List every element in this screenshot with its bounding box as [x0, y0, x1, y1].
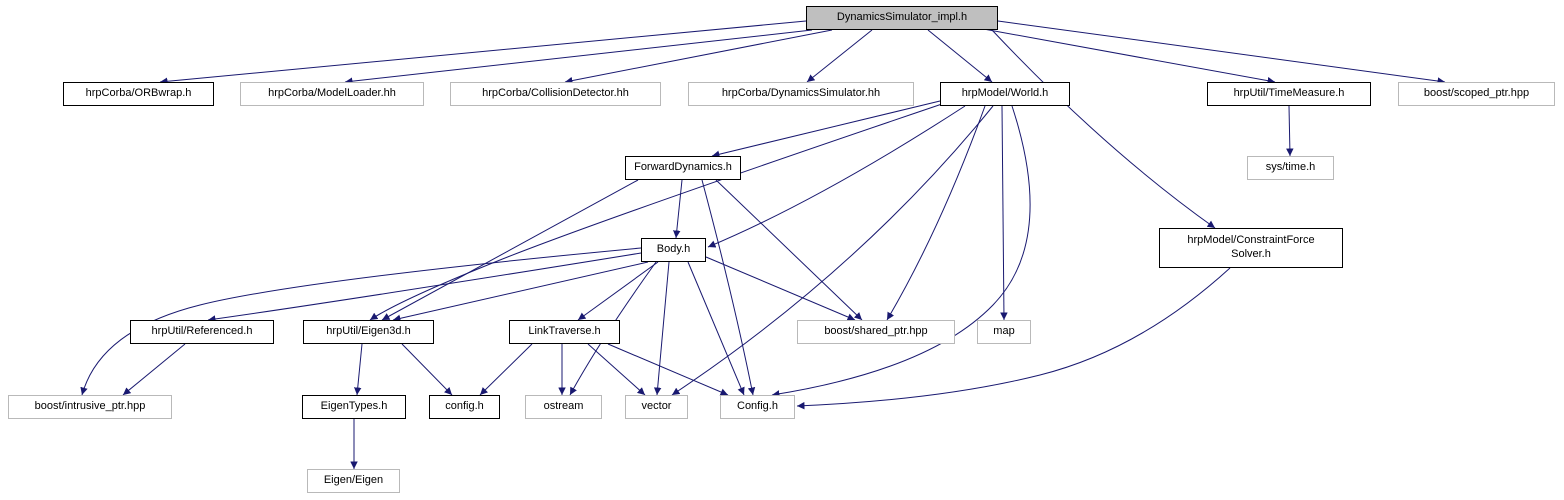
edge-world-to-configupper — [771, 105, 1031, 398]
edge-forwarddyn-to-eigen3d — [381, 179, 639, 321]
edge-dsimpl-to-world — [927, 29, 993, 83]
node-linktraverse[interactable]: LinkTraverse.h — [509, 320, 620, 344]
node-forwarddyn[interactable]: ForwardDynamics.h — [625, 156, 741, 180]
edge-forwarddyn-to-configupper — [701, 179, 756, 396]
edge-world-to-map — [1000, 105, 1008, 321]
node-modelloader[interactable]: hrpCorba/ModelLoader.hh — [240, 82, 424, 106]
edge-dsimpl-to-orbwrap — [159, 20, 807, 86]
edge-eigen3d-to-configlower — [401, 343, 453, 396]
node-orbwrap[interactable]: hrpCorba/ORBwrap.h — [63, 82, 214, 106]
edge-body-to-eigen3d — [392, 261, 649, 322]
node-sharedptr[interactable]: boost/shared_ptr.hpp — [797, 320, 955, 344]
node-configlower[interactable]: config.h — [429, 395, 500, 419]
node-dsimpl[interactable]: DynamicsSimulator_impl.h — [806, 6, 998, 30]
node-map[interactable]: map — [977, 320, 1031, 344]
edge-linktraverse-to-configlower — [479, 343, 533, 396]
node-ostream[interactable]: ostream — [525, 395, 602, 419]
edge-dsimpl-to-cfs — [991, 29, 1216, 229]
edge-body-to-linktraverse — [577, 261, 659, 321]
node-referenced[interactable]: hrpUtil/Referenced.h — [130, 320, 274, 344]
node-vector[interactable]: vector — [625, 395, 688, 419]
node-eigeneigen[interactable]: Eigen/Eigen — [307, 469, 400, 493]
edge-referenced-to-intrusiveptr — [122, 343, 186, 396]
edge-linktraverse-to-configupper — [607, 343, 729, 396]
node-intrusiveptr[interactable]: boost/intrusive_ptr.hpp — [8, 395, 172, 419]
edge-body-to-referenced — [207, 252, 642, 323]
edge-world-to-body — [707, 105, 966, 248]
edge-forwarddyn-to-body — [673, 179, 683, 239]
node-world[interactable]: hrpModel/World.h — [940, 82, 1070, 106]
node-timemeasure[interactable]: hrpUtil/TimeMeasure.h — [1207, 82, 1371, 106]
edge-linktraverse-to-vector — [587, 343, 646, 396]
node-body[interactable]: Body.h — [641, 238, 706, 262]
node-configupper[interactable]: Config.h — [720, 395, 795, 419]
edge-dsimpl-to-collisiondetector — [564, 29, 833, 85]
edge-world-to-forwarddyn — [711, 100, 941, 158]
node-dsimhh[interactable]: hrpCorba/DynamicsSimulator.hh — [688, 82, 914, 106]
edge-dsimpl-to-timemeasure — [977, 27, 1276, 85]
node-eigentypes[interactable]: EigenTypes.h — [302, 395, 406, 419]
edge-forwarddyn-to-sharedptr — [715, 179, 863, 321]
edge-body-to-configupper — [687, 261, 745, 396]
edge-body-to-sharedptr — [705, 256, 856, 321]
edge-body-to-vector — [653, 261, 670, 396]
node-scopedptr[interactable]: boost/scoped_ptr.hpp — [1398, 82, 1555, 106]
edge-timemeasure-to-systime — [1286, 105, 1294, 157]
edge-world-to-sharedptr — [886, 105, 986, 321]
node-collisiondetector[interactable]: hrpCorba/CollisionDetector.hh — [450, 82, 661, 106]
edge-group — [80, 20, 1446, 469]
node-eigen3d[interactable]: hrpUtil/Eigen3d.h — [303, 320, 434, 344]
node-cfs[interactable]: hrpModel/ConstraintForce Solver.h — [1159, 228, 1343, 268]
edge-dsimpl-to-modelloader — [344, 29, 813, 85]
edge-world-to-eigen3d — [369, 103, 943, 321]
edge-eigen3d-to-eigentypes — [353, 343, 363, 396]
edge-body-to-intrusiveptr — [80, 247, 642, 396]
node-systime[interactable]: sys/time.h — [1247, 156, 1334, 180]
edge-dsimpl-to-dsimhh — [806, 29, 873, 83]
edge-cfs-to-configupper — [796, 267, 1231, 410]
edge-world-to-vector — [671, 105, 994, 396]
edge-dsimpl-to-scopedptr — [997, 20, 1446, 85]
